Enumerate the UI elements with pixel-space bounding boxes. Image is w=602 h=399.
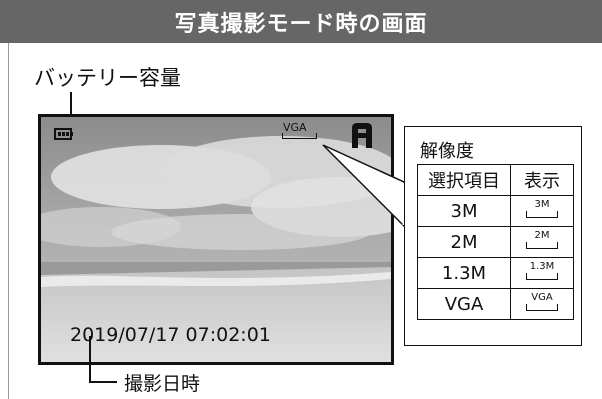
resolution-indicator: VGA — [283, 121, 307, 134]
column-header-item: 選択項目 — [417, 164, 511, 196]
table-row: 1.3M 1.3M — [417, 257, 574, 289]
resolution-panel: 解像度 選択項目 表示 3M 3M 2M 2M 1.3M 1.3M VGA VG… — [404, 126, 582, 346]
page-title: 写真撮影モード時の画面 — [0, 0, 602, 43]
badge-frame — [526, 241, 558, 249]
resolution-item: 1.3M — [417, 257, 511, 289]
resolution-badge-cell: VGA — [510, 288, 574, 320]
badge-frame — [526, 272, 558, 280]
badge-frame — [526, 303, 558, 311]
resolution-item: 2M — [417, 226, 511, 258]
column-header-display: 表示 — [510, 164, 574, 196]
table-row: 3M 3M — [417, 195, 574, 227]
resolution-title: 解像度 — [420, 141, 474, 162]
resolution-badge: 3M — [525, 199, 559, 219]
resolution-item: VGA — [417, 288, 511, 320]
battery-icon — [54, 128, 73, 140]
badge-frame — [526, 210, 558, 218]
capture-datetime: 2019/07/17 07:02:01 — [70, 324, 271, 346]
table-header-row: 選択項目 表示 — [417, 164, 574, 196]
resolution-badge-text: VGA — [531, 291, 553, 303]
camera-screen: VGA 2019/07/17 07:02:01 — [38, 114, 394, 365]
resolution-badge: 1.3M — [525, 261, 559, 281]
datetime-leader-horizontal — [89, 381, 117, 383]
resolution-badge: VGA — [525, 292, 559, 312]
resolution-badge-text: 2M — [534, 229, 550, 241]
resolution-badge-text: 1.3M — [529, 260, 555, 272]
resolution-item: 3M — [417, 195, 511, 227]
resolution-badge-cell: 3M — [510, 195, 574, 227]
datetime-callout-label: 撮影日時 — [124, 373, 201, 395]
battery-callout-label: バッテリー容量 — [34, 66, 181, 90]
left-rule — [8, 43, 9, 399]
battery-leader-line — [70, 92, 72, 116]
resolution-badge: 2M — [525, 230, 559, 250]
resolution-badge-text: 3M — [534, 198, 550, 210]
table-row: 2M 2M — [417, 226, 574, 258]
resolution-table: 選択項目 表示 3M 3M 2M 2M 1.3M 1.3M VGA VGA — [417, 164, 574, 320]
auto-mode-icon — [352, 123, 372, 148]
datetime-leader-vertical — [89, 336, 91, 382]
resolution-badge-cell: 1.3M — [510, 257, 574, 289]
resolution-badge-cell: 2M — [510, 226, 574, 258]
table-row: VGA VGA — [417, 288, 574, 320]
resolution-indicator-frame — [282, 133, 317, 139]
